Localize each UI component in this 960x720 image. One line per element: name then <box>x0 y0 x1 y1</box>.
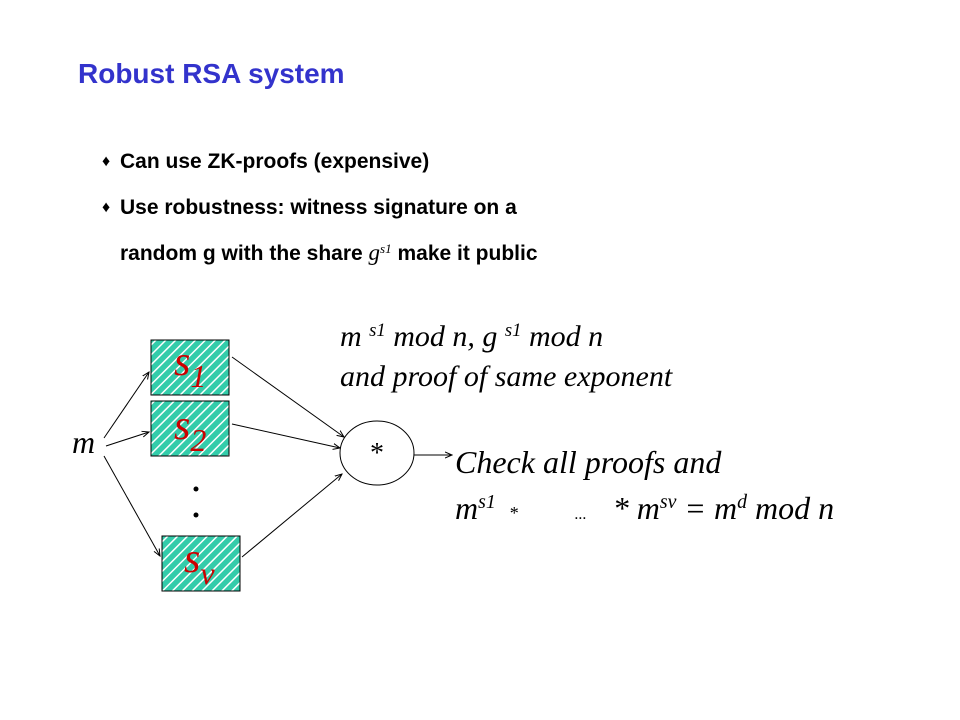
bullet-1-text: Can use ZK-proofs (expensive) <box>120 150 430 173</box>
bullet-2-line2-post: make it public <box>397 242 538 265</box>
combiner-circle <box>339 420 415 486</box>
diamond-bullet-icon: ♦ <box>102 199 111 216</box>
g-symbol: g <box>368 240 381 265</box>
check-line1: Check all proofs and <box>455 444 722 480</box>
arrow-m-to-s1 <box>103 372 149 439</box>
arrow-m-to-sv <box>103 455 160 556</box>
share-box-v <box>161 535 241 592</box>
share-label-v: sv <box>184 536 215 591</box>
ellipsis-dot <box>193 486 199 492</box>
arrow-sv-to-combiner <box>241 474 342 558</box>
arrow-s1-to-combiner <box>231 356 344 437</box>
share-label-1: s1 <box>174 339 207 394</box>
top-note-line1: m s1 mod n, g s1 mod n <box>340 319 604 353</box>
arrow-m-to-s2 <box>105 432 149 447</box>
input-m: m <box>72 424 96 460</box>
slide-title: Robust RSA system <box>78 58 345 89</box>
bullet-2-line2-pre: random g with the share <box>120 242 363 265</box>
combiner-symbol: * <box>370 438 384 469</box>
top-note-line2: and proof of same exponent <box>340 360 673 393</box>
ellipsis-dot <box>193 512 199 518</box>
share-label-2: s2 <box>174 403 207 458</box>
check-line2: ms1 * ... * msv = md mod n <box>455 490 835 526</box>
s1-exponent: s1 <box>380 240 392 256</box>
share-box-1 <box>150 339 230 396</box>
bullet-2-line1: Use robustness: witness signature on a <box>120 196 517 219</box>
share-box-2 <box>150 400 230 457</box>
diamond-bullet-icon: ♦ <box>102 153 111 170</box>
arrow-s2-to-combiner <box>231 423 340 448</box>
